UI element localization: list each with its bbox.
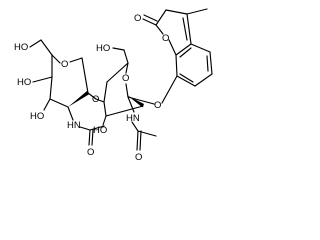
coumarin-ring-oxygen-label: O	[162, 33, 169, 44]
outer-c3-hydroxyl-label: HO	[30, 111, 44, 122]
outer-acetyl-oxygen-label: O	[87, 147, 94, 158]
inner-hydroxymethyl-label: HO	[96, 43, 110, 54]
inner-acetyl-oxygen-label: O	[135, 152, 142, 163]
inner-amide-nh-label: HN	[126, 113, 140, 124]
outer-hydroxymethyl-label: HO	[14, 42, 28, 53]
coumarin-moiety	[142, 8, 213, 87]
outer-sugar-ring	[29, 39, 105, 146]
coumarin-carbonyl-oxygen-label: O	[134, 13, 141, 24]
inner-sugar-ring	[102, 47, 178, 151]
molecule-structure: O O O O O O HO HO HO HO HO HN HN O O	[14, 8, 213, 163]
inner-c3-hydroxyl-label: HO	[93, 125, 107, 136]
aglycone-glycosidic-oxygen-label: O	[154, 100, 161, 111]
outer-ring-oxygen-label: O	[61, 59, 68, 70]
outer-c4-hydroxyl-label: HO	[17, 77, 31, 88]
inner-ring-oxygen-label: O	[122, 73, 129, 84]
outer-amide-nh-label: HN	[67, 120, 81, 131]
interglycosidic-oxygen-label: O	[92, 94, 99, 105]
